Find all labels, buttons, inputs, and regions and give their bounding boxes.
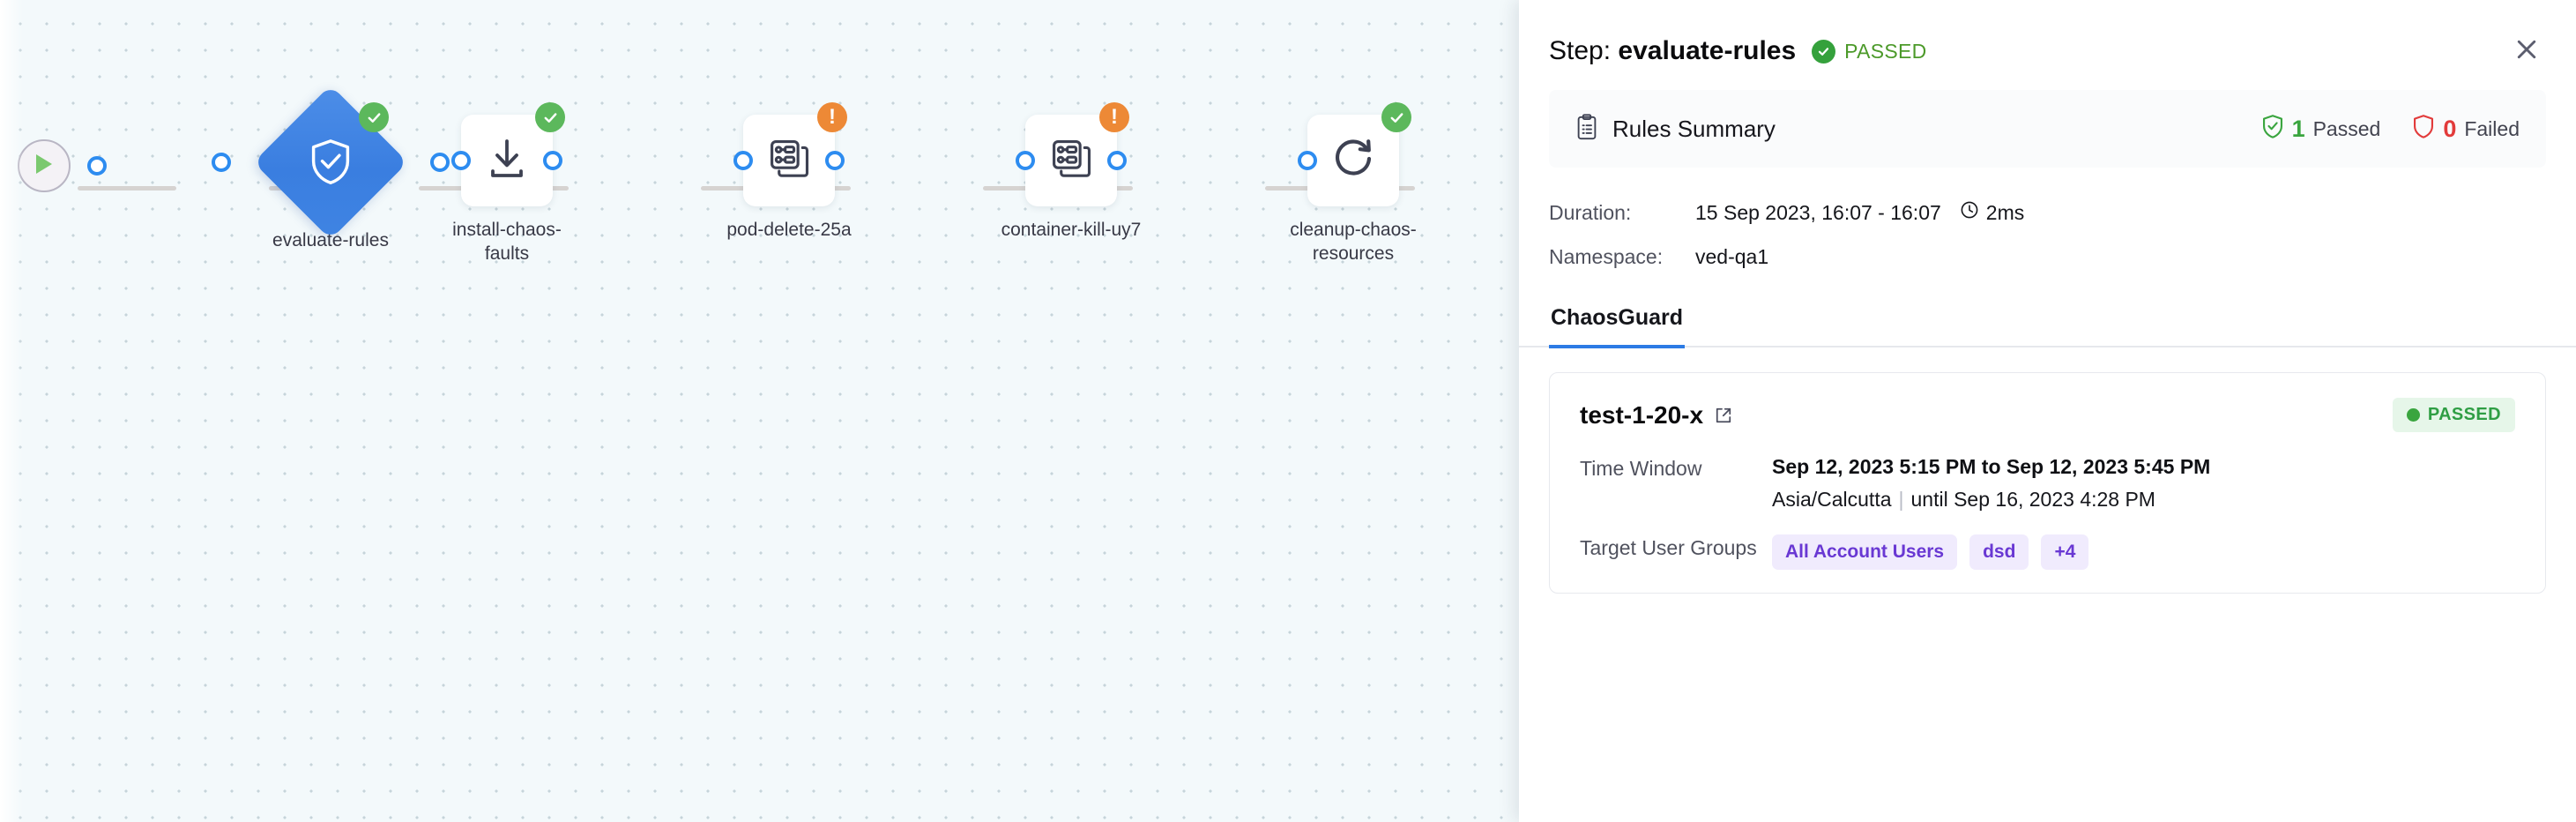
time-window-subtext: Asia/Calcutta | until Sep 16, 2023 4:28 PM — [1772, 488, 2210, 512]
close-icon — [2513, 36, 2540, 67]
tag-overflow-count[interactable]: +4 — [2041, 534, 2089, 570]
node-output-port[interactable] — [1107, 151, 1127, 170]
duration-value: 15 Sep 2023, 16:07 - 16:07 — [1695, 200, 1941, 224]
rules-passed-label: Passed — [2312, 116, 2381, 140]
rule-name: test-1-20-x — [1580, 400, 1704, 429]
until-value: until Sep 16, 2023 4:28 PM — [1910, 488, 2155, 511]
node-shape-box[interactable] — [1298, 102, 1411, 206]
time-window-row: Time Window Sep 12, 2023 5:15 PM to Sep … — [1580, 455, 2515, 512]
rules-summary-stats: 1 Passed 0 Failed — [2261, 114, 2520, 144]
clipboard-icon — [1575, 113, 1598, 145]
node-shape-box[interactable]: ! — [733, 102, 847, 206]
step-details-panel: Step: evaluate-rules PASSED — [1519, 0, 2576, 822]
target-user-groups-row: Target User Groups All Account Users dsd… — [1580, 534, 2515, 570]
pipeline-node-label: pod-delete-25a — [726, 220, 852, 240]
tab-chaosguard[interactable]: ChaosGuard — [1549, 298, 1686, 348]
rule-card-header: test-1-20-x PASSED — [1580, 398, 2515, 432]
shield-icon — [2412, 114, 2435, 144]
subtext-separator: | — [1898, 488, 1904, 511]
shield-check-icon — [308, 138, 354, 187]
refresh-icon — [1330, 136, 1376, 186]
pipeline-node-label: install-chaos-faults — [452, 220, 562, 264]
status-dot-icon — [2406, 408, 2420, 422]
check-circle-icon — [1812, 39, 1836, 64]
namespace-value: ved-qa1 — [1695, 244, 1769, 268]
download-icon — [486, 137, 528, 185]
duration-label: Duration: — [1549, 200, 1632, 224]
tag-item[interactable]: dsd — [1969, 534, 2029, 570]
node-output-port[interactable] — [543, 151, 562, 170]
pipeline-start-node[interactable] — [0, 139, 107, 192]
pipeline-node-label: evaluate-rules — [272, 230, 389, 250]
shield-check-icon — [2261, 114, 2284, 144]
tag-item[interactable]: All Account Users — [1772, 534, 1958, 570]
panel-header: Step: evaluate-rules PASSED — [1519, 0, 2576, 76]
rules-failed-label: Failed — [2464, 116, 2520, 140]
pipeline-node-pod-delete-25a[interactable]: ! pod-delete-25a — [718, 102, 860, 243]
external-link-icon[interactable] — [1714, 406, 1733, 425]
node-status-check-circle-icon — [359, 102, 389, 132]
rule-status-label: PASSED — [2427, 405, 2501, 424]
pipeline-node-cleanup-chaos-resources[interactable]: cleanup-chaos-resources — [1283, 102, 1424, 266]
node-input-port[interactable] — [212, 153, 231, 172]
rules-summary-title: Rules Summary — [1612, 115, 1776, 142]
target-user-groups-label: Target User Groups — [1580, 536, 1757, 559]
time-window-label: Time Window — [1580, 457, 1702, 480]
panel-step-name: evaluate-rules — [1618, 36, 1797, 65]
node-status-warning-circle-icon: ! — [817, 102, 847, 132]
node-shape-box[interactable]: ! — [1016, 102, 1129, 206]
status-badge-label: PASSED — [1844, 39, 1927, 63]
node-input-port[interactable] — [451, 151, 471, 170]
chaos-experiment-icon — [1050, 138, 1092, 184]
pipeline-node-label: cleanup-chaos-resources — [1290, 220, 1417, 264]
canvas-left-fade — [0, 0, 23, 822]
close-button[interactable] — [2507, 32, 2546, 71]
time-window-value: Sep 12, 2023 5:15 PM to Sep 12, 2023 5:4… — [1772, 455, 2211, 478]
rules-passed-stat: 1 Passed — [2261, 114, 2381, 144]
node-shape-box[interactable] — [451, 102, 565, 206]
step-meta: Duration: 15 Sep 2023, 16:07 - 16:07 2ms… — [1519, 168, 2576, 279]
start-node-output-port[interactable] — [87, 156, 107, 176]
timezone-value: Asia/Calcutta — [1772, 488, 1892, 511]
rules-failed-count: 0 — [2443, 115, 2457, 142]
duration-value-group: 15 Sep 2023, 16:07 - 16:07 2ms — [1695, 200, 2024, 225]
chaosguard-rule-card: test-1-20-x PASSED Time Window Sep 12, 2 — [1549, 372, 2546, 594]
chaos-experiment-icon — [768, 138, 810, 184]
pipeline-node-label: container-kill-uy7 — [1001, 220, 1142, 240]
duration-elapsed: 2ms — [1985, 200, 2025, 224]
page-title: Step: evaluate-rules — [1549, 36, 1796, 66]
namespace-label: Namespace: — [1549, 244, 1664, 268]
panel-title-prefix: Step: — [1549, 36, 1619, 65]
node-input-port[interactable] — [1298, 151, 1317, 170]
rules-failed-stat: 0 Failed — [2412, 114, 2520, 144]
connector-rail-0 — [78, 186, 176, 191]
status-badge: PASSED — [1812, 39, 1927, 64]
time-window-value-group: Sep 12, 2023 5:15 PM to Sep 12, 2023 5:4… — [1772, 455, 2210, 512]
node-input-port[interactable] — [733, 151, 753, 170]
node-status-check-circle-icon — [1381, 102, 1411, 132]
node-shape-diamond[interactable] — [253, 85, 408, 240]
pipeline-node-install-chaos-faults[interactable]: install-chaos-faults — [436, 102, 577, 266]
node-status-warning-circle-icon: ! — [1099, 102, 1129, 132]
node-status-check-circle-icon — [535, 102, 565, 132]
rules-passed-count: 1 — [2291, 115, 2305, 142]
pipeline-node-container-kill-uy7[interactable]: ! container-kill-uy7 — [1001, 102, 1142, 243]
duration-row: Duration: 15 Sep 2023, 16:07 - 16:07 2ms — [1549, 191, 2546, 235]
pipeline-canvas[interactable]: evaluate-rules install-chaos-faults — [0, 0, 1519, 822]
target-user-groups-tags: All Account Users dsd +4 — [1772, 534, 2089, 570]
node-output-port[interactable] — [825, 151, 845, 170]
namespace-row: Namespace: ved-qa1 — [1549, 235, 2546, 279]
rule-status-badge: PASSED — [2392, 398, 2515, 432]
duration-elapsed-group: 2ms — [1960, 200, 2024, 225]
rules-summary-card: Rules Summary 1 Passed — [1549, 90, 2546, 168]
node-input-port[interactable] — [1016, 151, 1035, 170]
node-output-port[interactable] — [430, 153, 450, 172]
start-node-circle[interactable] — [18, 139, 107, 192]
rules-summary-left: Rules Summary — [1575, 113, 1776, 145]
panel-tabs: ChaosGuard — [1519, 298, 2576, 348]
pipeline-node-evaluate-rules[interactable]: evaluate-rules — [212, 85, 450, 253]
play-icon — [33, 152, 56, 181]
clock-icon — [1960, 200, 1979, 225]
